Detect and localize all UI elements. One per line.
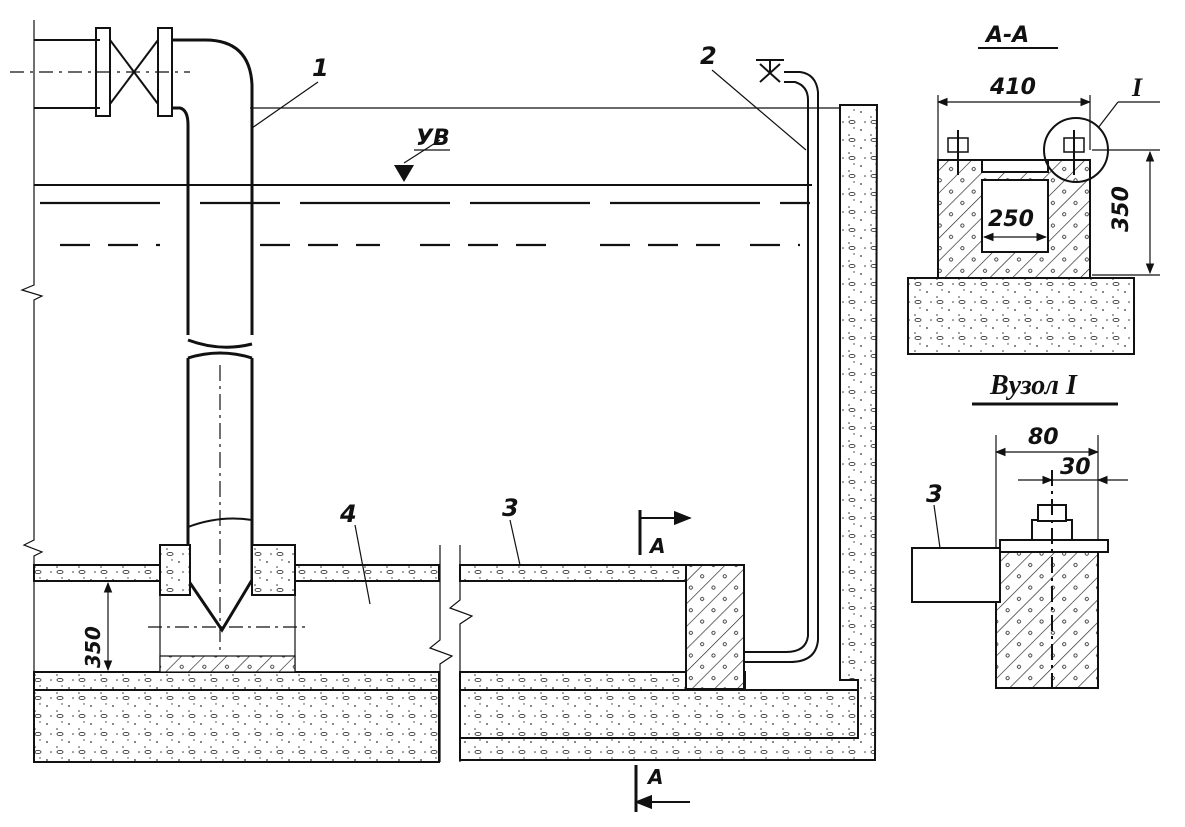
inlet-flange-assembly (10, 27, 254, 335)
section-dim-width: 410 (989, 75, 1036, 100)
floor-bed-left (33, 671, 440, 691)
slab-3-mid (294, 564, 440, 582)
callout-1-label: 1 (312, 54, 329, 82)
callout-4: 4 (339, 500, 371, 605)
section-dim-inner: 250 (988, 207, 1034, 232)
node-dim-30: 30 (1060, 455, 1091, 480)
water-dashes (40, 201, 810, 247)
section-view: А-А 410 250 350 I (907, 23, 1160, 355)
section-foundation (907, 277, 1135, 355)
bolt-right (1063, 130, 1085, 175)
node-dim-80: 80 (1028, 425, 1059, 450)
water-level-label: УВ (416, 126, 450, 151)
slab-3-left (33, 564, 161, 582)
water-level-mark: УВ (394, 126, 450, 182)
pipe-2 (745, 59, 819, 663)
callout-3: 3 (502, 494, 521, 566)
callout-2: 2 (700, 42, 807, 151)
node-view: Вузол I 80 30 3 (911, 370, 1128, 690)
callout-1: 1 (251, 54, 329, 129)
callout-4-label: 4 (339, 500, 357, 528)
section-title: А-А (984, 23, 1029, 48)
section-mark-bottom: А (634, 765, 690, 812)
floor-base-right (459, 689, 859, 739)
section-mark-bottom-label: А (646, 765, 663, 789)
node-title: Вузол I (989, 370, 1078, 401)
node-callout-3: 3 (926, 480, 943, 508)
main-view: А А 350 УВ 1 2 3 (10, 20, 879, 812)
slab-3-right (459, 564, 691, 582)
left-wall-line (20, 20, 44, 762)
bolt-left (947, 130, 969, 175)
callout-2-label: 2 (700, 42, 717, 70)
break-line (428, 545, 454, 762)
node-mark: I (1131, 73, 1143, 102)
dim-350-main-label: 350 (81, 626, 105, 668)
section-mark-top: А (638, 510, 692, 558)
dim-350-main: 350 (81, 581, 113, 672)
node-block (995, 547, 1099, 689)
pipe-1 (186, 338, 254, 650)
section-dim-height: 350 (1109, 186, 1134, 232)
pipe-support-left (159, 544, 191, 596)
section-mark-top-label: А (648, 534, 665, 558)
end-wall (685, 564, 745, 690)
floor-base-left (33, 689, 440, 763)
node-beam-3 (911, 547, 1001, 603)
callout-3-label: 3 (502, 494, 519, 522)
pipe-support-right (251, 544, 296, 596)
